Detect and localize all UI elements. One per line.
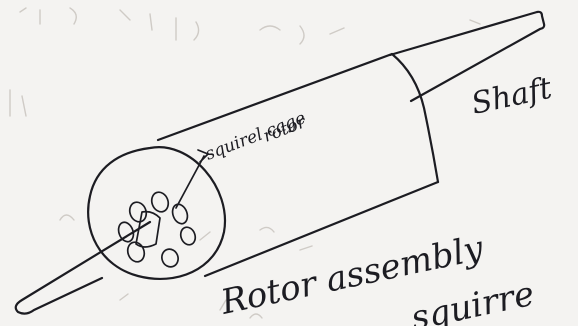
shaft-lower-end <box>16 212 160 314</box>
cage-bars <box>116 190 198 269</box>
cage-bar <box>178 225 197 247</box>
cage-bar <box>127 200 149 224</box>
cage-bar <box>149 190 171 214</box>
caption-line2: squirre <box>408 274 538 326</box>
cage-bar <box>170 202 190 226</box>
rotor-end-face <box>88 147 225 279</box>
cage-bar <box>159 247 180 269</box>
shaft-label: Shaft <box>468 71 555 122</box>
